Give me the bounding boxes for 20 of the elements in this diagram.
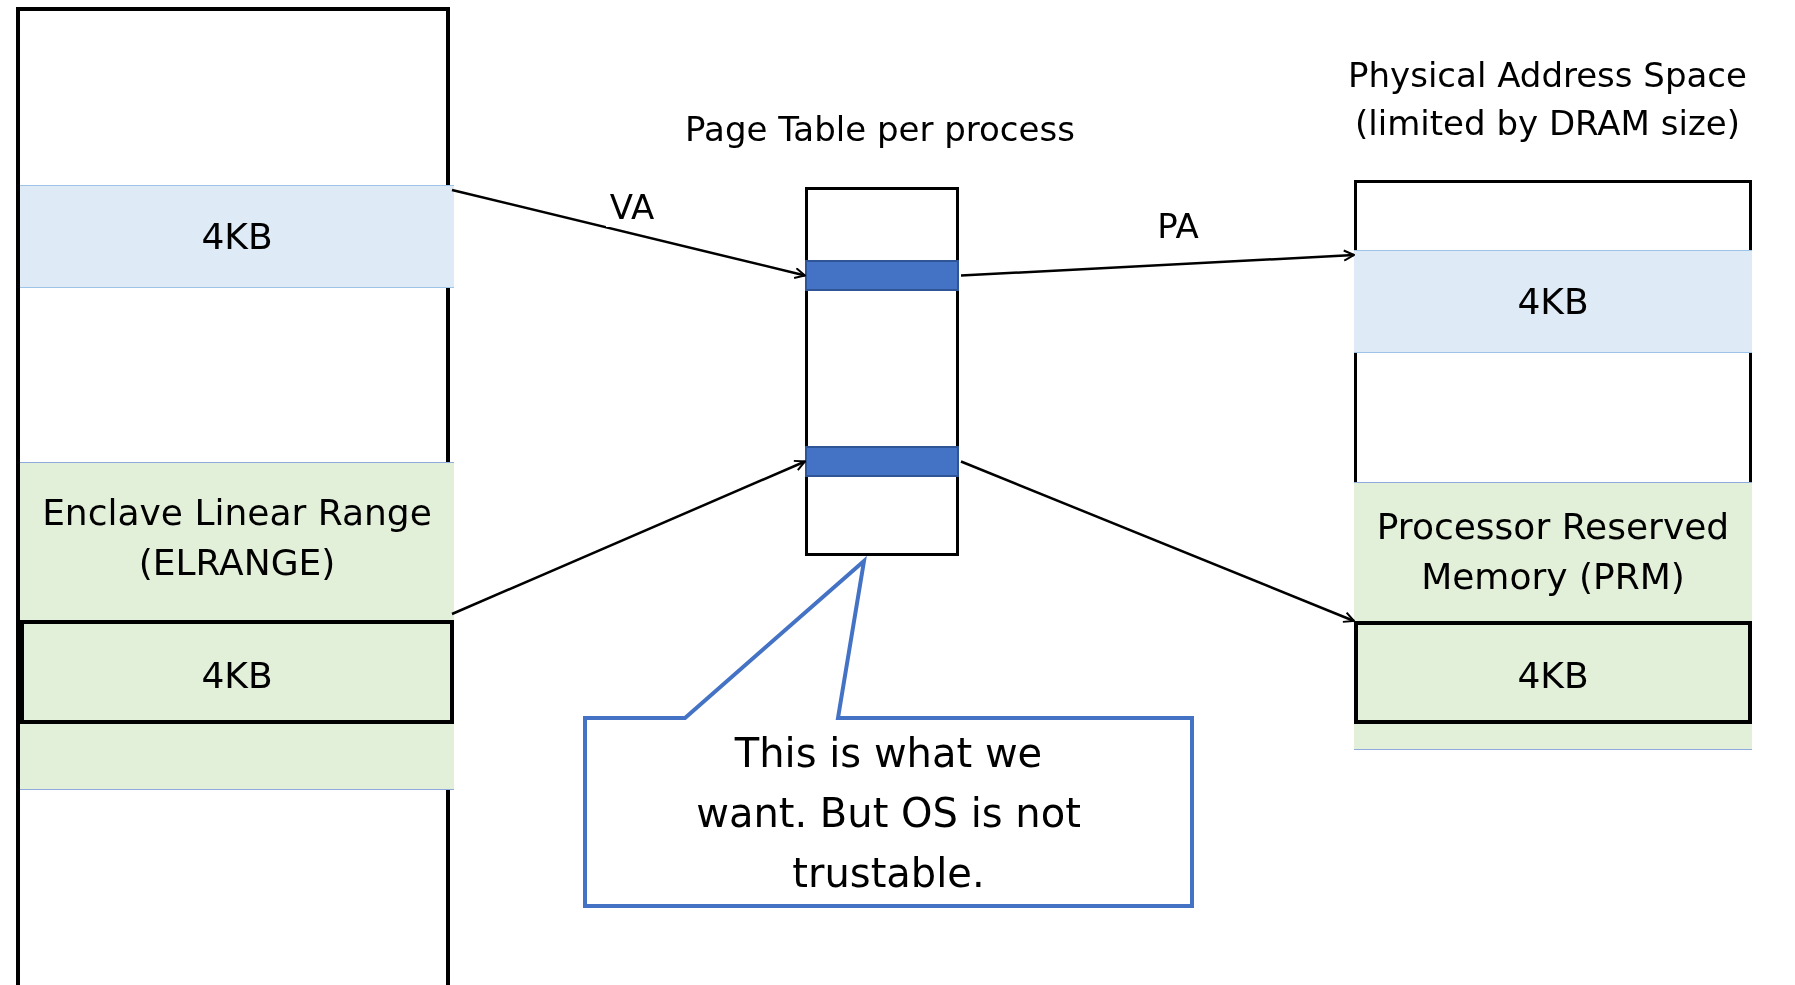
table-heading: Physical Address Space (limited by DRAM size) [1347,54,1748,145]
region-label: 4KB [201,215,273,260]
region-label: 4KB [201,653,273,698]
region-label: 4KB [1517,280,1589,325]
region-label: 4KB [1517,654,1589,699]
memory-region-band [20,462,454,790]
memory-page-box [20,620,454,724]
table-entry-bar [805,446,959,477]
memory-page-band [1354,250,1752,353]
memory-page-band [20,185,454,288]
callout-text: This is what we want. But OS is not trustable. [695,729,1082,898]
region-label: Enclave Linear Range (ELRANGE) [41,490,433,585]
table-heading: Page Table per process [684,108,1076,152]
table-entry-bar [805,260,959,291]
memory-page-box [1354,621,1752,724]
memory-region-band [1354,482,1752,750]
speech-callout [583,556,1194,908]
arrow [960,460,1355,623]
region-label: Processor Reserved Memory (PRM) [1375,504,1731,599]
arrow [960,249,1355,277]
